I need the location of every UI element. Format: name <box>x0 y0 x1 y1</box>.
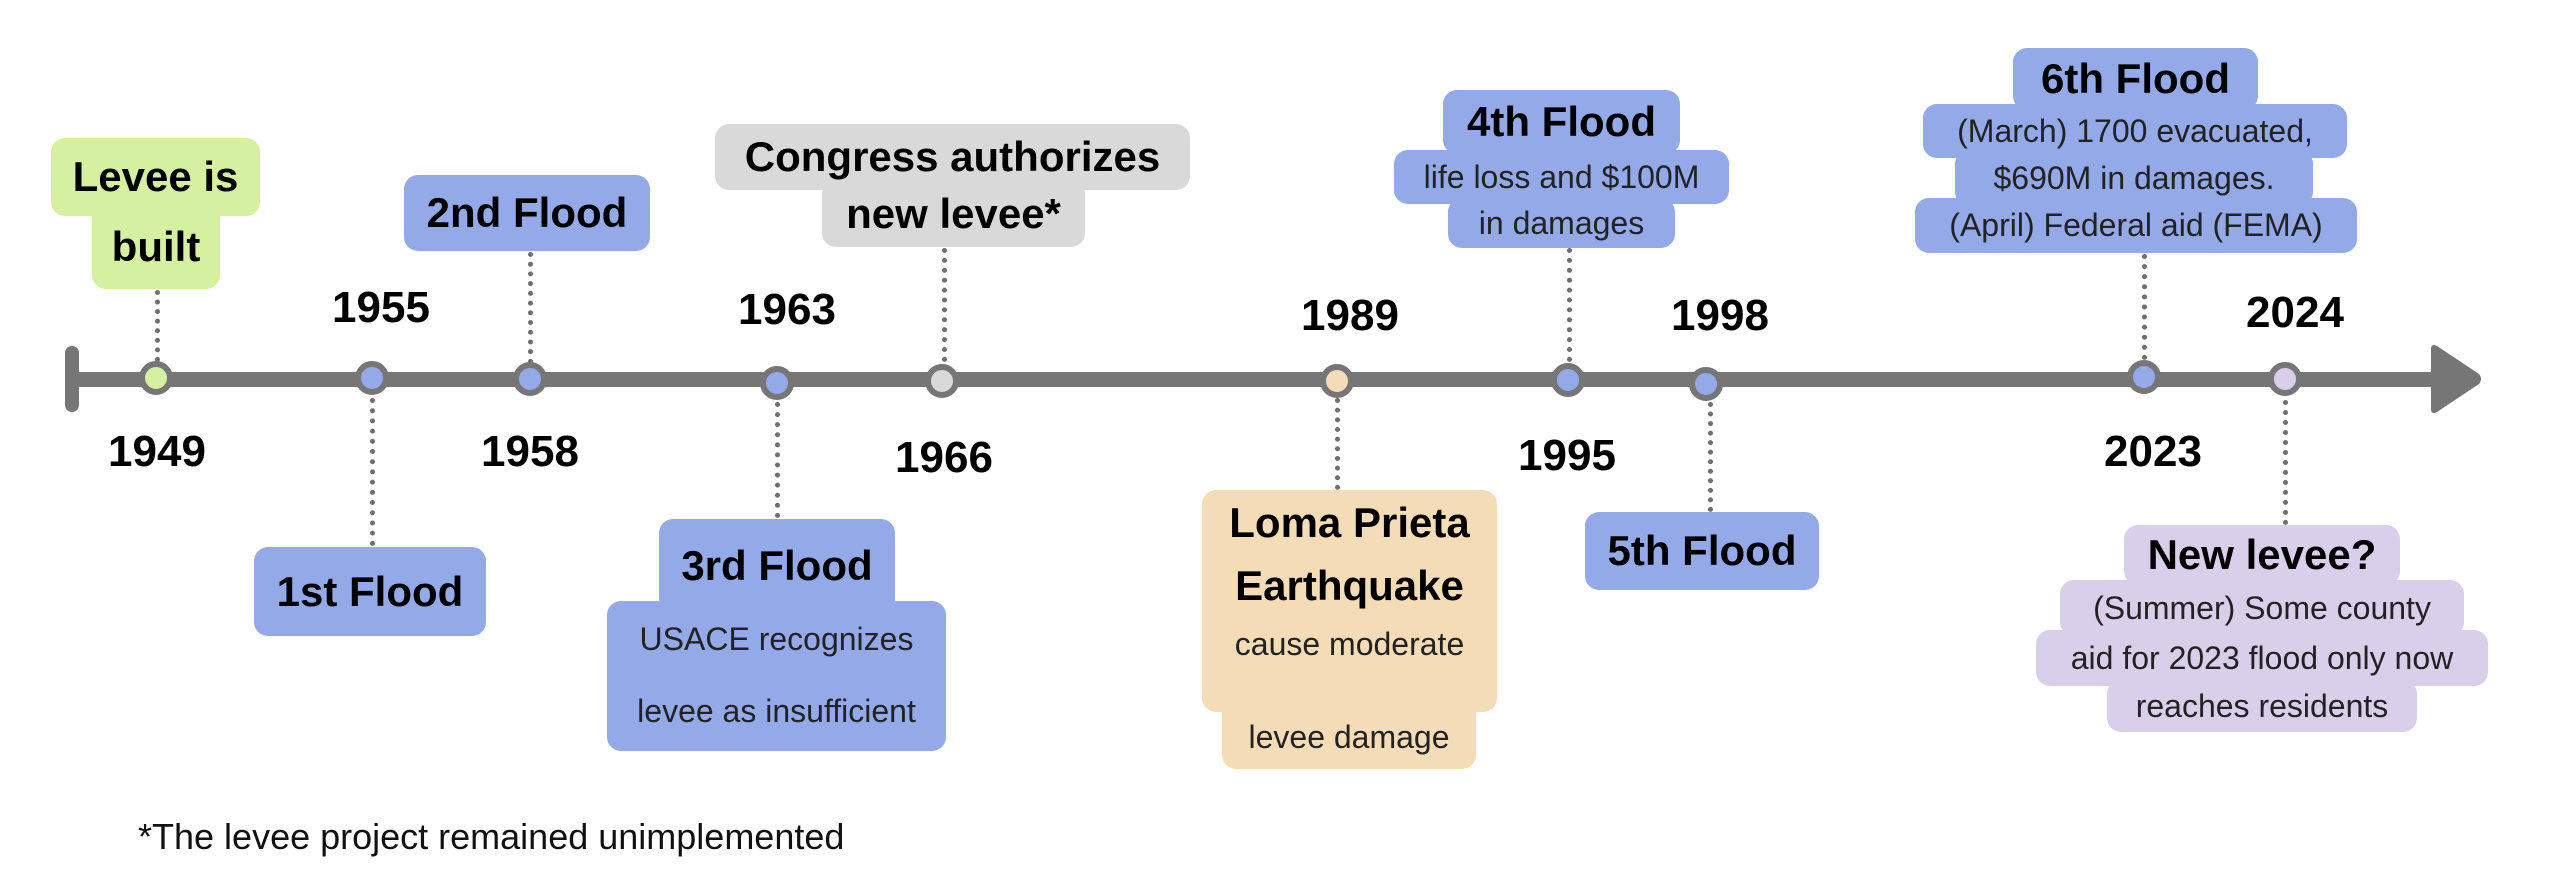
event-body-line: (April) Federal aid (FEMA) <box>1915 198 2357 253</box>
event-title-line: Congress authorizes <box>715 124 1190 190</box>
event-node-2023[interactable] <box>2127 360 2161 394</box>
connector-1963 <box>775 402 780 518</box>
timeline-arrow-icon <box>2431 345 2481 413</box>
event-title: New levee? <box>2124 525 2400 585</box>
year-label-2024: 2024 <box>2246 288 2344 337</box>
event-body-line: USACE recognizes <box>607 601 946 677</box>
event-body-line: levee as insufficient <box>607 672 946 751</box>
event-node-1963[interactable] <box>760 366 794 400</box>
event-title-line: Earthquake <box>1202 554 1497 618</box>
event-body-line: aid for 2023 flood only now <box>2036 630 2488 686</box>
connector-1995 <box>1567 248 1572 362</box>
event-title-line: built <box>92 204 220 289</box>
event-node-1958[interactable] <box>513 362 547 396</box>
event-node-1949[interactable] <box>139 361 173 395</box>
connector-1989 <box>1335 398 1340 490</box>
timeline-axis <box>70 372 2440 387</box>
event-body-line: life loss and $100M <box>1394 150 1729 204</box>
event-title: 6th Flood <box>2013 48 2258 110</box>
year-label-1963: 1963 <box>738 285 836 334</box>
connector-2024 <box>2283 400 2288 525</box>
event-title-line: Levee is <box>51 138 260 216</box>
connector-1998 <box>1708 402 1713 512</box>
event-title-line: Loma Prieta <box>1202 490 1497 556</box>
event-node-1995[interactable] <box>1551 363 1585 397</box>
event-title: 3rd Flood <box>659 519 895 613</box>
event-body-line: $690M in damages. <box>1955 150 2313 206</box>
connector-2023 <box>2142 254 2147 360</box>
connector-1958 <box>528 252 533 364</box>
event-title: 5th Flood <box>1585 512 1819 590</box>
year-label-2023: 2023 <box>2104 427 2202 476</box>
event-body-line: levee damage <box>1222 706 1476 769</box>
year-label-1949: 1949 <box>108 427 206 476</box>
connector-1966 <box>942 248 947 362</box>
event-title: 2nd Flood <box>404 175 650 251</box>
connector-1949 <box>155 290 160 362</box>
year-label-1989: 1989 <box>1301 291 1399 340</box>
footnote: *The levee project remained unimplemente… <box>138 816 845 857</box>
year-label-1998: 1998 <box>1671 291 1769 340</box>
event-node-1966[interactable] <box>925 364 959 398</box>
event-node-2024[interactable] <box>2268 362 2302 396</box>
event-title: 1st Flood <box>254 547 486 636</box>
event-body-line: (March) 1700 evacuated, <box>1923 104 2347 158</box>
event-body-line: (Summer) Some county <box>2060 580 2464 636</box>
event-body-line: in damages <box>1448 198 1675 248</box>
event-body-line: cause moderate <box>1202 616 1497 712</box>
event-node-1998[interactable] <box>1689 367 1723 401</box>
event-title-line: new levee* <box>822 180 1085 247</box>
event-body-line: reaches residents <box>2107 680 2417 732</box>
year-label-1995: 1995 <box>1518 431 1616 480</box>
event-node-1955[interactable] <box>355 361 389 395</box>
event-title: 4th Flood <box>1443 90 1680 154</box>
connector-1955 <box>370 398 375 546</box>
year-label-1958: 1958 <box>481 427 579 476</box>
event-node-1989[interactable] <box>1320 364 1354 398</box>
year-label-1955: 1955 <box>332 283 430 332</box>
year-label-1966: 1966 <box>895 433 993 482</box>
